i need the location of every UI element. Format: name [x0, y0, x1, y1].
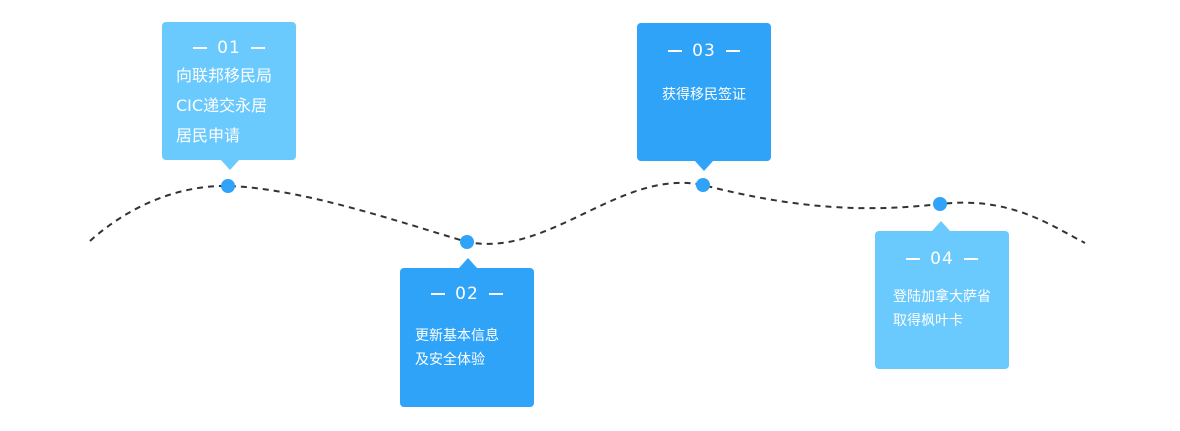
step-number-text: 02: [455, 284, 479, 304]
step-line: 及安全体验: [415, 352, 485, 368]
dash-right: [488, 293, 503, 295]
step-line: 居民申请: [176, 126, 241, 145]
step-line: 更新基本信息: [415, 328, 499, 344]
step-description-1: 向联邦移民局 CIC递交永居 居民申请: [162, 61, 296, 151]
step-line: 向联邦移民局: [176, 66, 273, 85]
step-line: 登陆加拿大萨省: [893, 289, 991, 305]
step-description-4: 登陆加拿大萨省 取得枫叶卡: [875, 285, 1009, 333]
step-node-3: [696, 178, 710, 192]
step-description-3: 获得移民签证: [637, 83, 771, 107]
dash-left: [431, 293, 446, 295]
step-number-text: 01: [217, 38, 241, 58]
dash-right: [725, 50, 740, 52]
step-number-1: 01: [162, 38, 296, 58]
step-number-2: 02: [400, 284, 534, 304]
dash-left: [906, 258, 921, 260]
step-line: 获得移民签证: [662, 87, 746, 103]
step-node-2: [460, 235, 474, 249]
step-card-4: 04 登陆加拿大萨省 取得枫叶卡: [875, 231, 1009, 369]
step-node-4: [933, 197, 947, 211]
step-number-4: 04: [875, 249, 1009, 269]
card-pointer-4: [932, 221, 950, 231]
step-description-2: 更新基本信息 及安全体验: [400, 324, 534, 372]
step-line: CIC递交永居: [176, 96, 268, 115]
step-number-text: 04: [930, 249, 954, 269]
dash-left: [668, 50, 683, 52]
step-card-3: 03 获得移民签证: [637, 23, 771, 161]
dash-right: [250, 47, 265, 49]
step-card-2: 02 更新基本信息 及安全体验: [400, 268, 534, 407]
card-pointer-2: [459, 258, 477, 268]
step-line: 取得枫叶卡: [893, 313, 963, 329]
step-node-1: [221, 179, 235, 193]
card-pointer-3: [695, 161, 713, 171]
dash-right: [963, 258, 978, 260]
step-card-1: 01 向联邦移民局 CIC递交永居 居民申请: [162, 22, 296, 160]
step-number-text: 03: [692, 41, 716, 61]
step-number-3: 03: [637, 41, 771, 61]
dash-left: [193, 47, 208, 49]
card-pointer-1: [221, 160, 239, 170]
